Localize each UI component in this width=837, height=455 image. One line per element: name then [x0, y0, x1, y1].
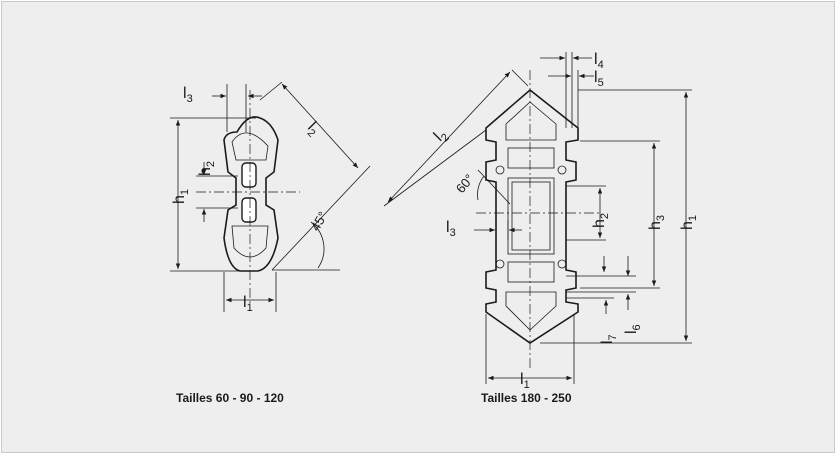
small-l1-label: l1 [243, 294, 253, 314]
large-l4-label: l4 [594, 51, 604, 71]
large-hole-upper-left [495, 165, 505, 175]
large-l6-label: l6 [623, 324, 643, 334]
small-l2-label: l2 [302, 119, 323, 140]
large-l7-label: l7 [599, 334, 619, 344]
small-profile-lower-chamber [231, 225, 269, 258]
large-profile: h1 h3 h2 l6 [383, 51, 699, 391]
small-angle-arc [310, 221, 325, 269]
small-l2-ext-bottom [271, 165, 371, 271]
small-sizes-caption: Tailles 60 - 90 - 120 [176, 391, 284, 405]
small-l3-label: l3 [183, 85, 193, 105]
small-angle-label: 45° [308, 209, 331, 234]
large-sizes-caption: Tailles 180 - 250 [481, 391, 572, 405]
large-angle-arc [477, 175, 485, 201]
large-hole-lower-right [557, 259, 567, 269]
large-profile-outline [485, 88, 579, 344]
large-angle-line [477, 169, 511, 205]
small-l2-ext-top [259, 81, 283, 101]
large-profile-upper-rect [507, 147, 555, 169]
small-profile-upper-slot [241, 162, 257, 188]
small-h1-label: h1 [171, 189, 191, 204]
large-l5-label: l5 [594, 69, 604, 89]
large-hole-lower-left [495, 259, 505, 269]
large-profile-middle-rect [507, 177, 555, 255]
large-l2-label: l2 [431, 126, 452, 147]
large-h3-label: h3 [647, 215, 667, 230]
large-l1-label: l1 [520, 371, 530, 391]
large-profile-middle-inner [511, 181, 551, 251]
large-angle-label: 60° [453, 171, 477, 196]
large-l2-ext-top [511, 69, 529, 87]
large-hole-upper-right [557, 165, 567, 175]
large-l3-label: l3 [446, 219, 456, 239]
small-profile-upper-chamber [231, 132, 269, 161]
small-h2-label: h2 [197, 161, 217, 176]
large-profile-top-chamber [505, 101, 557, 141]
large-h2-label: h2 [591, 213, 611, 228]
large-h1-label: h1 [679, 215, 699, 230]
small-profile: h1 h2 l3 l2 [170, 81, 371, 314]
large-profile-lower-rect [507, 261, 555, 283]
small-profile-lower-slot [241, 197, 257, 223]
large-profile-bottom-chamber [505, 291, 557, 331]
large-l2-ext-bottom [383, 129, 487, 207]
large-l2-dimline [387, 71, 511, 203]
small-l2-dimline [281, 83, 359, 169]
small-profile-outline [223, 116, 279, 272]
